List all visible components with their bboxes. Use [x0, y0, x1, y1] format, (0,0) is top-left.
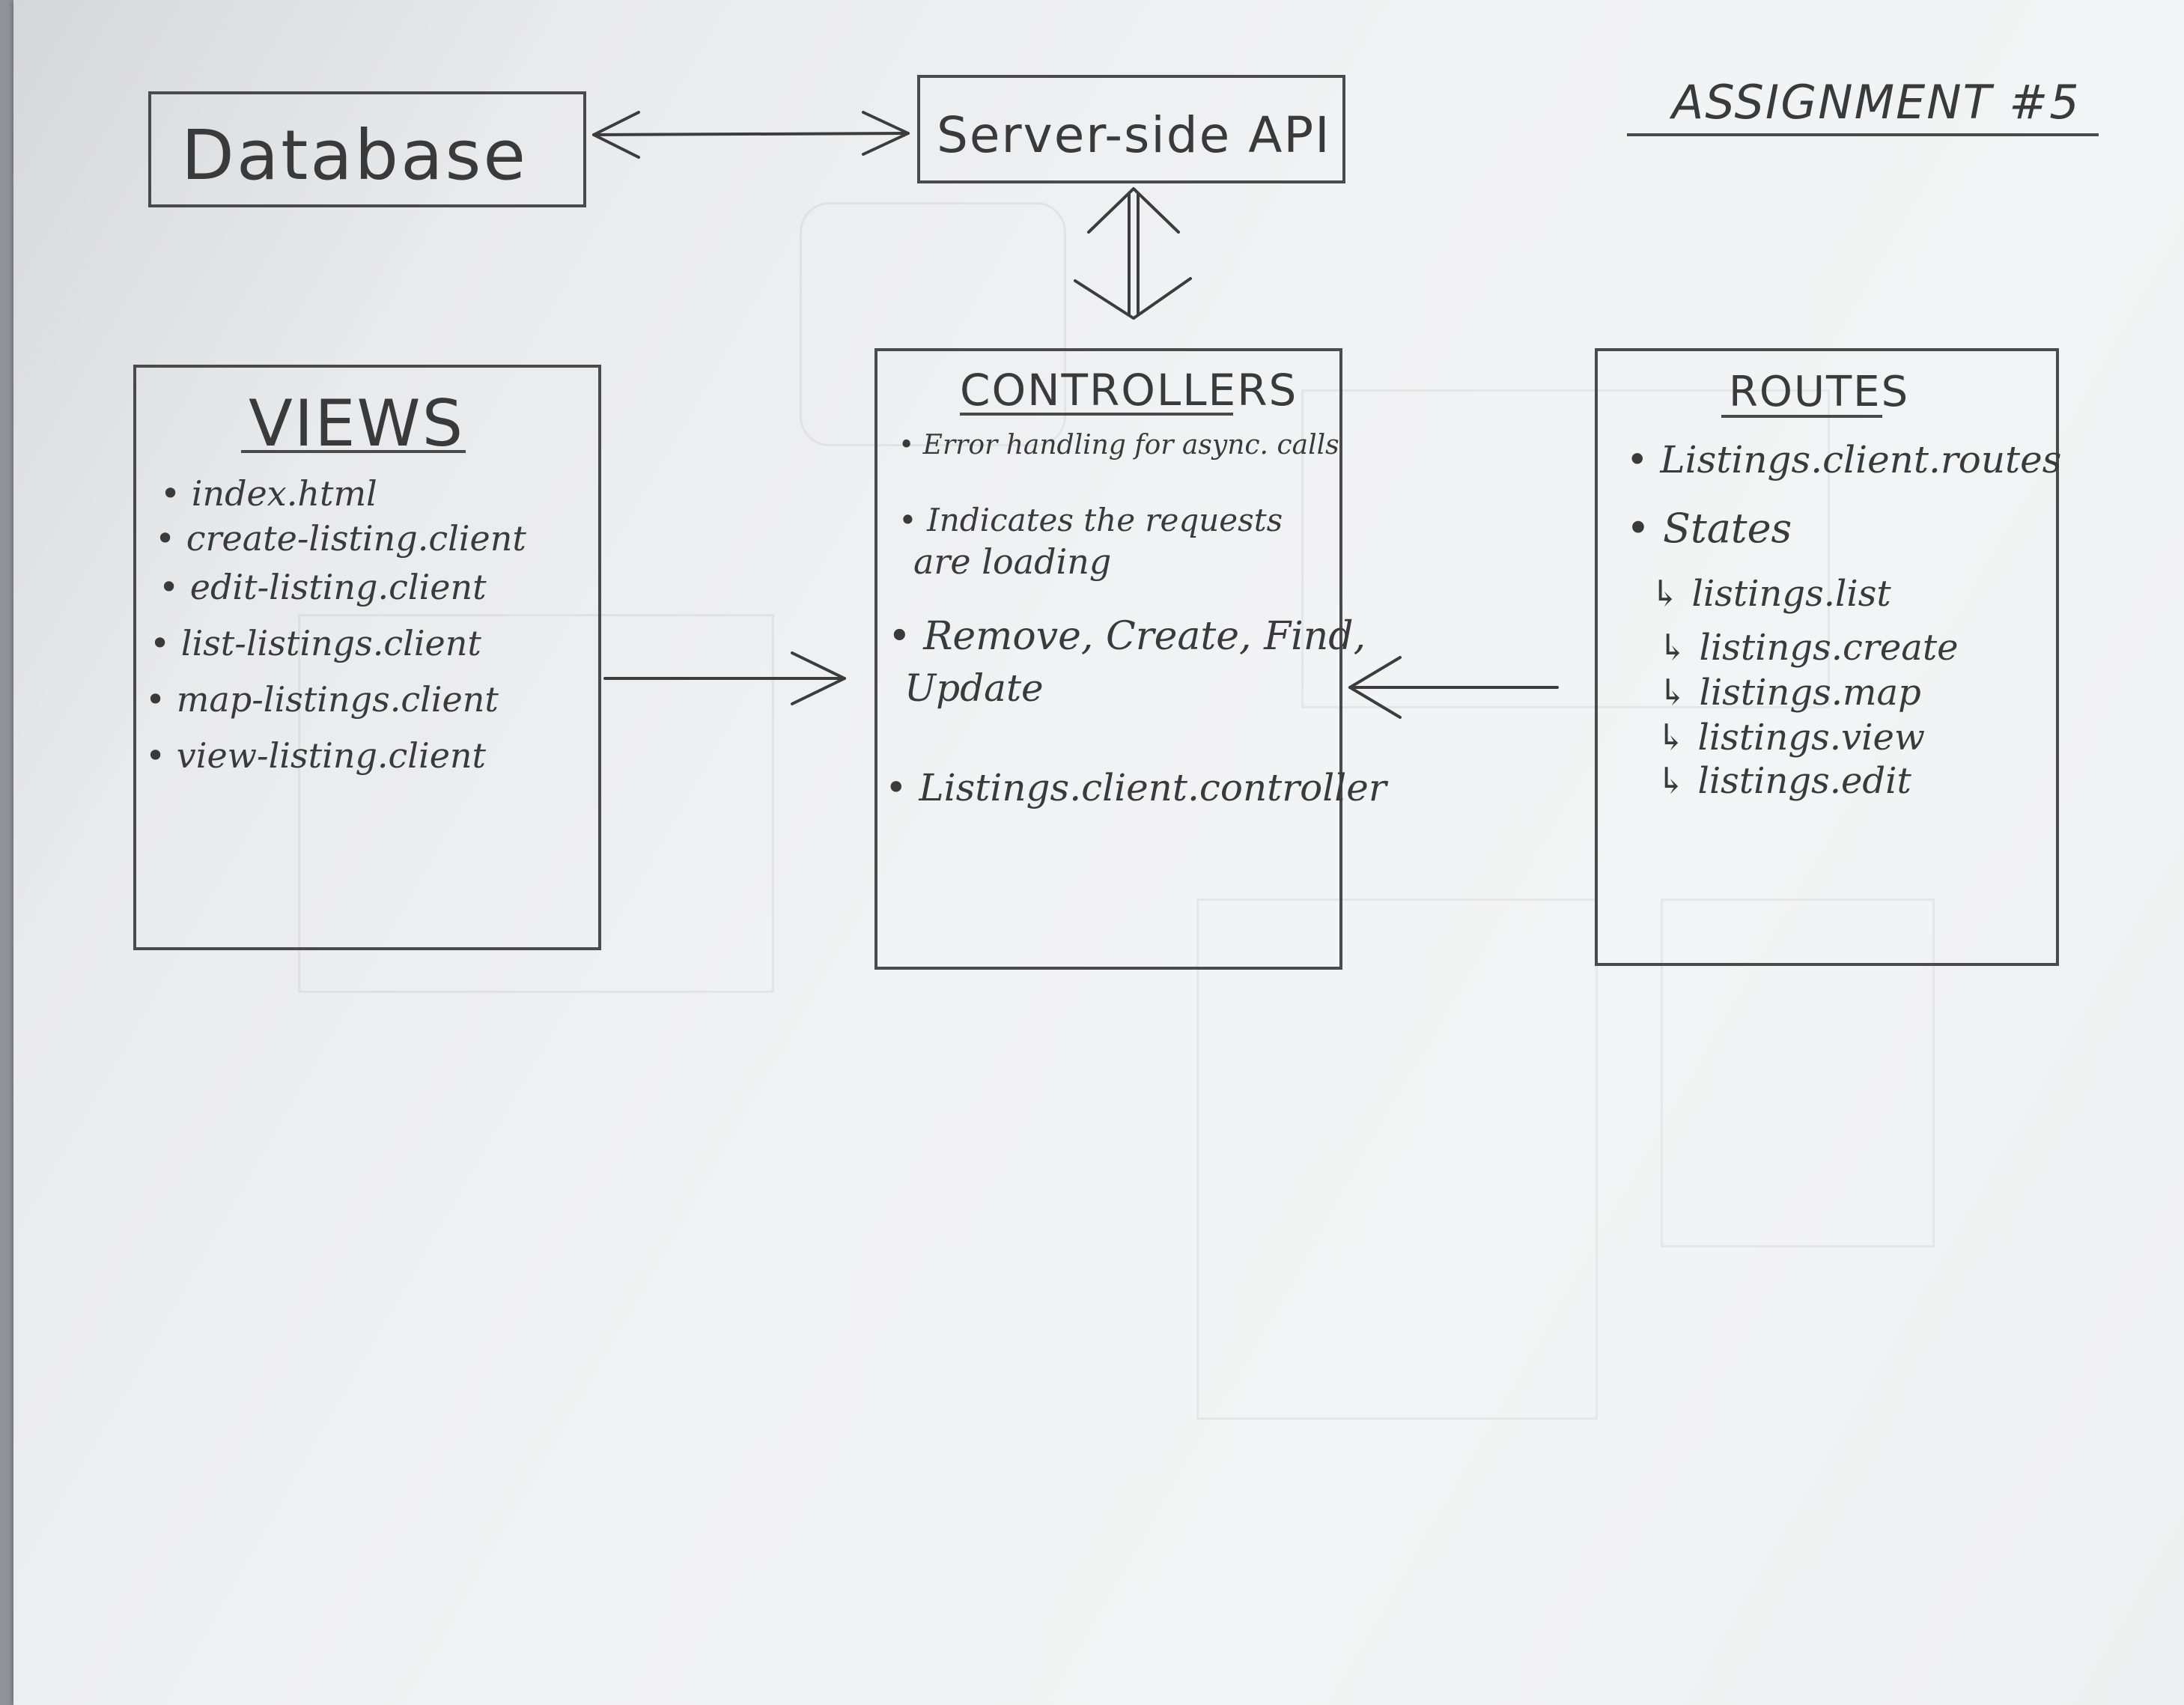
controllers-item: • Listings.client.controller	[885, 766, 1387, 809]
arrowhead-left	[592, 111, 640, 159]
connector-arrows	[592, 111, 1559, 719]
database-box: Database	[148, 91, 586, 207]
views-box: VIEWS • index.html • create-listing.clie…	[133, 365, 601, 950]
arrowhead-up	[1087, 187, 1180, 234]
routes-item: ↳ listings.map	[1658, 672, 1921, 714]
routes-item: ↳ listings.create	[1658, 627, 1959, 669]
controllers-box: CONTROLLERS • Error handling for async. …	[874, 348, 1387, 970]
bleed-through-shape	[1661, 899, 1935, 1247]
views-item: • index.html	[160, 473, 377, 514]
assignment-underline	[1627, 133, 2099, 136]
controllers-item: are loading	[913, 541, 1112, 582]
arrowhead-down	[1074, 277, 1192, 320]
routes-item: • Listings.client.routes	[1626, 438, 2062, 481]
controllers-item: • Remove, Create, Find,	[888, 614, 1366, 659]
server-api-label: Server-side API	[937, 106, 1331, 164]
controllers-item: • Error handling for async. calls	[898, 430, 1339, 461]
arrowhead-right	[862, 111, 910, 156]
paper-sheet: ASSIGNMENT #5 Database Server-side API V…	[13, 0, 2184, 1705]
arrowhead-right	[791, 651, 846, 705]
database-api-arrow	[592, 132, 910, 136]
bleed-through-shape	[800, 202, 1066, 446]
arrowhead-left	[1348, 656, 1402, 719]
views-title: VIEWS	[249, 386, 465, 461]
views-item: • view-listing.client	[145, 735, 487, 776]
views-item: • map-listings.client	[145, 679, 499, 720]
controllers-title-underline	[960, 413, 1233, 416]
routes-item: • States	[1626, 505, 1792, 552]
routes-title: ROUTES	[1729, 368, 1910, 416]
routes-box: ROUTES • Listings.client.routes • States…	[1595, 348, 2062, 966]
server-api-box: Server-side API	[917, 75, 1345, 183]
routes-title-underline	[1721, 415, 1882, 418]
views-title-underline	[241, 450, 466, 453]
routes-item: ↳ listings.view	[1656, 717, 1925, 759]
views-item: • create-listing.client	[155, 518, 526, 559]
database-label: Database	[181, 115, 528, 195]
assignment-label: ASSIGNMENT #5	[1672, 75, 2081, 130]
bleed-through-shape	[1301, 389, 1830, 708]
routes-item: ↳ listings.edit	[1656, 760, 1911, 802]
controllers-item: • Indicates the requests	[898, 502, 1283, 538]
routes-item: ↳ listings.list	[1650, 573, 1891, 615]
views-item: • list-listings.client	[150, 623, 481, 663]
controllers-title: CONTROLLERS	[960, 365, 1298, 416]
controllers-item: Update	[904, 666, 1044, 710]
bleed-through-shape	[298, 614, 774, 993]
views-item: • edit-listing.client	[159, 567, 487, 607]
bleed-through-shape	[1196, 899, 1598, 1420]
